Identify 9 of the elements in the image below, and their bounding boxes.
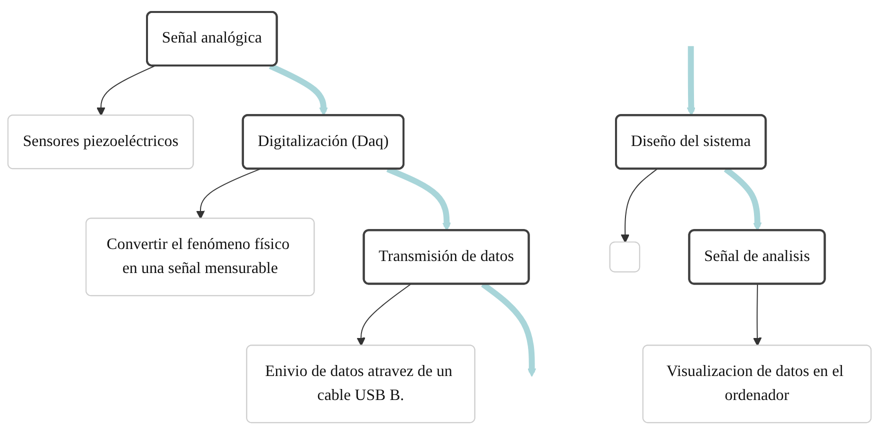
arrow xyxy=(752,283,762,346)
arrow xyxy=(686,46,696,116)
arrow xyxy=(620,168,658,243)
arrow xyxy=(724,166,762,231)
arrow xyxy=(481,282,536,377)
arrow xyxy=(268,63,328,116)
arrow xyxy=(356,283,412,346)
arrow xyxy=(96,65,156,116)
arrow xyxy=(196,168,260,219)
